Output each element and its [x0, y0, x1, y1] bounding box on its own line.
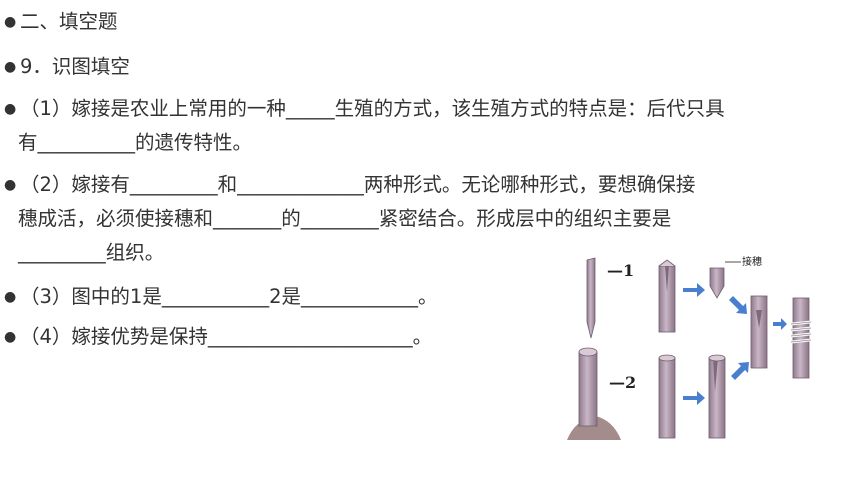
question-2-line-3: _________组织。	[18, 241, 165, 264]
arrow-5	[731, 362, 749, 380]
bullet: ●	[4, 101, 17, 117]
label-scion: 接穗	[742, 255, 762, 268]
scion-piece	[709, 267, 725, 299]
arrow-4	[683, 391, 705, 405]
question-2-line-1: ●（2）嫁接有_________和_____________两种形式。无论哪种形…	[4, 170, 695, 200]
bullet: ●	[4, 14, 17, 30]
label-2: —2	[609, 373, 636, 392]
rootstock-2	[578, 351, 598, 427]
bark-grafted	[708, 357, 726, 439]
arrow-2	[729, 296, 747, 314]
question-9-title-line: ●9．识图填空	[4, 52, 130, 82]
question-4-text: （4）嫁接优势是保持_____________________。	[20, 325, 433, 348]
question-3-line: ●（3）图中的1是___________2是____________。	[4, 282, 437, 312]
question-1-text: （1）嫁接是农业上常用的一种_____生殖的方式，该生殖方式的特点是：后代只具	[20, 97, 725, 120]
arrow-3	[773, 318, 787, 330]
question-1-line-2: 有__________的遗传特性。	[18, 131, 253, 154]
scion-1	[586, 257, 596, 339]
bullet: ●	[4, 59, 17, 75]
grafting-diagram: —1 —2 接穗	[565, 252, 820, 442]
question-3-text: （3）图中的1是___________2是____________。	[20, 285, 438, 308]
grafted-stem	[750, 295, 768, 369]
question-2-line-2: 穗成活，必须使接穗和_______的________紧密结合。形成层中的组织主要…	[18, 207, 672, 230]
question-9-title: 9．识图填空	[20, 55, 130, 78]
grafting-diagram-svg: —1 —2 接穗	[567, 255, 812, 440]
bark-stock	[658, 357, 676, 439]
section-title-line: ●二、填空题	[4, 7, 118, 37]
bullet: ●	[4, 289, 17, 305]
label-1: —1	[607, 261, 634, 280]
arrow-1	[683, 283, 705, 297]
question-4-line: ●（4）嫁接优势是保持_____________________。	[4, 322, 432, 352]
wrapped-graft	[792, 297, 810, 379]
question-2-text: （2）嫁接有_________和_____________两种形式。无论哪种形式…	[20, 173, 696, 196]
question-1-line-1: ●（1）嫁接是农业上常用的一种_____生殖的方式，该生殖方式的特点是：后代只具	[4, 94, 725, 124]
soil	[567, 416, 621, 440]
section-title: 二、填空题	[20, 10, 118, 33]
bullet: ●	[4, 177, 17, 193]
bullet: ●	[4, 329, 17, 345]
